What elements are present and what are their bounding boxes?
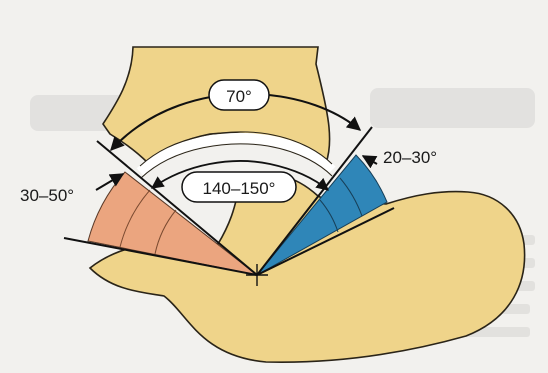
center-angle-pill	[181, 171, 297, 203]
center-range-arc	[150, 160, 329, 191]
center-angle-label: 140–150°	[203, 179, 276, 198]
left-angle-label: 30–50°	[20, 186, 74, 205]
left-sector-arc-1	[154, 209, 177, 255]
right-sector-arc-2	[339, 177, 363, 217]
left-angle-sector	[87, 171, 258, 276]
right-angle-label: 20–30°	[383, 148, 437, 167]
right-outer-line	[256, 207, 395, 276]
right-pointer-arrow	[361, 155, 378, 169]
left-outer-line	[63, 237, 258, 276]
left-sector-arc-2	[119, 189, 151, 248]
right-inner-line	[256, 126, 373, 276]
vertex-crosshair	[246, 264, 268, 286]
right-angle-sector	[256, 154, 388, 276]
top-angle-label: 70°	[226, 87, 252, 106]
left-inner-line	[96, 140, 258, 276]
top-angle-pill	[208, 79, 270, 111]
right-sector-arc-1	[319, 199, 339, 233]
left-pointer-arrow	[95, 173, 125, 191]
